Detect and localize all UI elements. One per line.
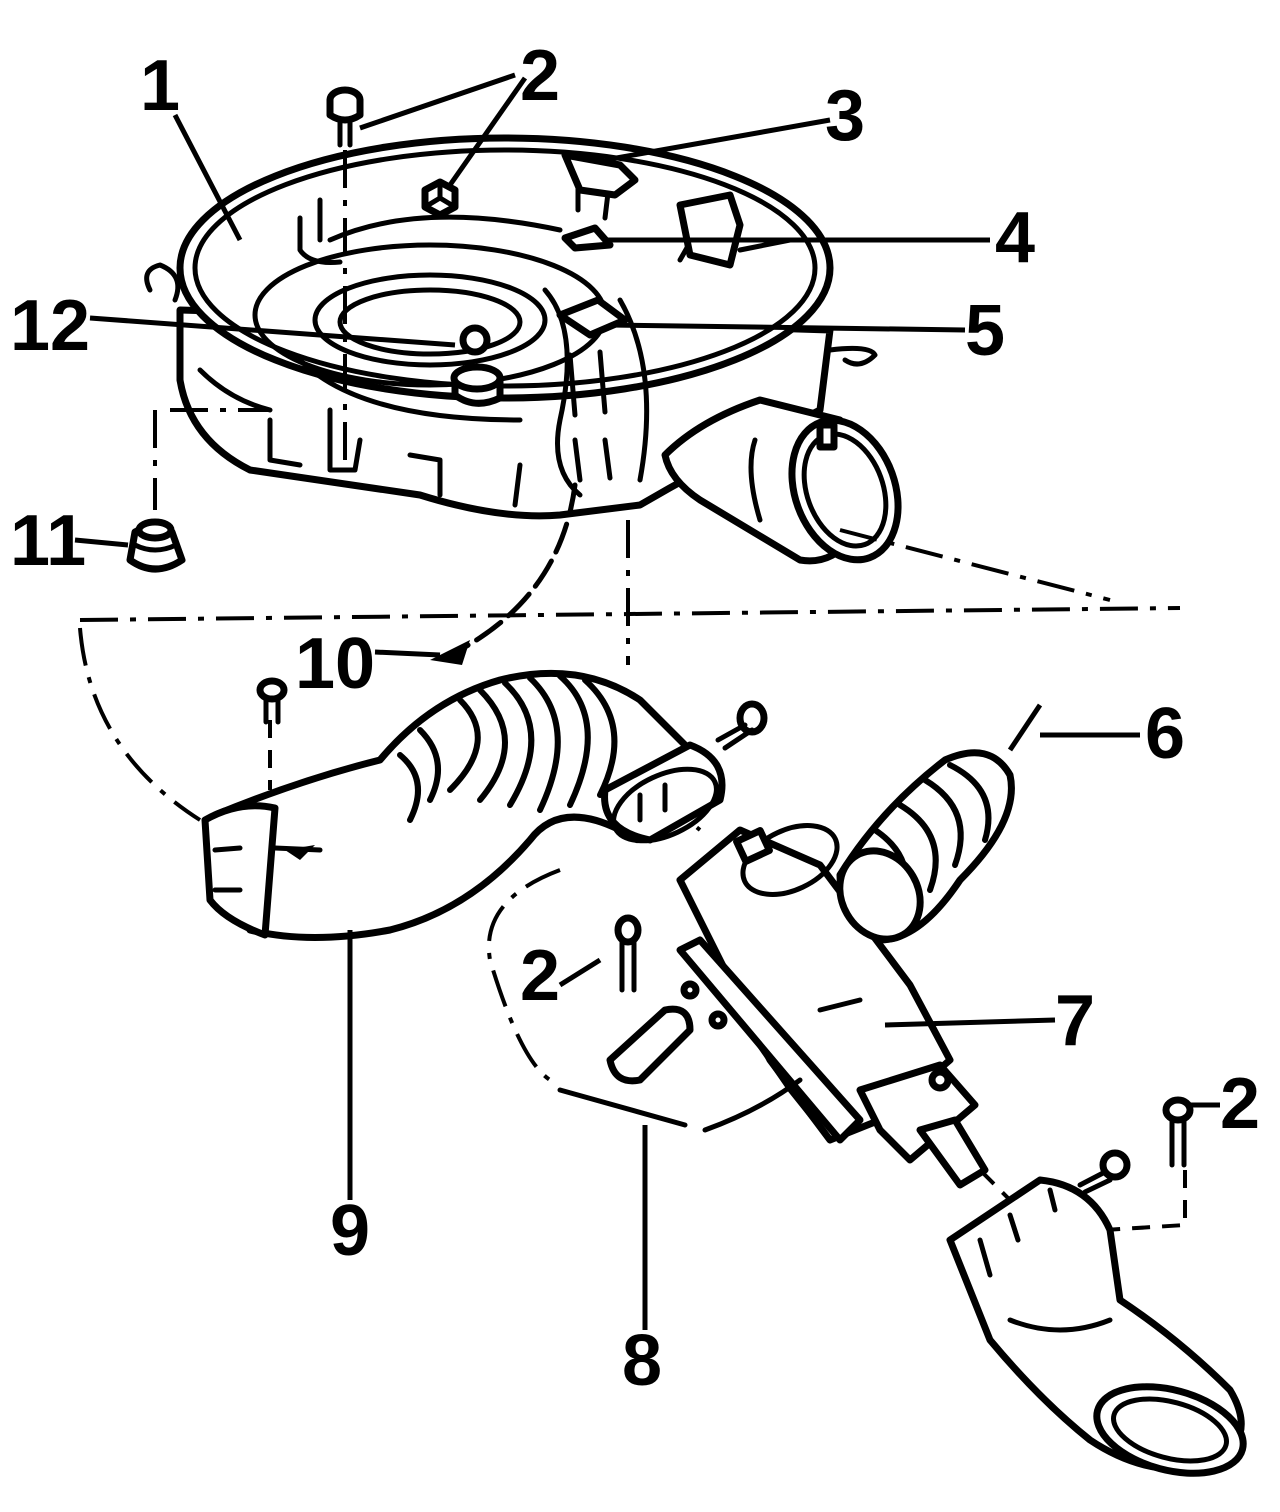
- callout-1: 1: [140, 46, 180, 126]
- housing-inlet-tube: [661, 396, 902, 565]
- callout-12: 12: [10, 286, 90, 366]
- callout-5: 5: [965, 291, 1005, 371]
- grommet-11: [126, 518, 186, 573]
- flow-arrow-10: [447, 482, 578, 658]
- callout-4: 4: [995, 198, 1035, 278]
- callout-10: 10: [295, 624, 375, 704]
- callout-11: 11: [10, 501, 86, 581]
- hex-nut: [421, 178, 459, 219]
- leader-lines: [74, 72, 1220, 1330]
- callout-3: 3: [825, 76, 865, 156]
- blower-motor: [676, 823, 989, 1189]
- screw-elbow-side: [715, 700, 768, 751]
- arrow-head: [430, 640, 470, 665]
- flex-hose: [836, 749, 1015, 944]
- callout-7: 7: [1055, 981, 1095, 1061]
- air-cleaner-housing: [144, 134, 878, 520]
- screw-top: [326, 86, 364, 148]
- callout-9: 9: [330, 1191, 370, 1271]
- support-bracket: [557, 1005, 803, 1133]
- callout-6: 6: [1145, 694, 1185, 774]
- screw-outlet: [1077, 1149, 1131, 1195]
- callout-2-top: 2: [520, 36, 560, 116]
- assembly-line: [78, 627, 202, 822]
- callout-2-right: 2: [1220, 1064, 1260, 1144]
- screw-elbow-top: [256, 677, 288, 725]
- duct-elbow: [201, 669, 726, 941]
- assembly-line: [839, 528, 1111, 602]
- screw-left: [614, 914, 642, 993]
- callout-2-middle: 2: [520, 936, 560, 1016]
- screw-right: [1162, 1096, 1194, 1168]
- callout-8: 8: [622, 1321, 662, 1401]
- assembly-line: [486, 868, 561, 1082]
- outlet-duct: [946, 1176, 1247, 1477]
